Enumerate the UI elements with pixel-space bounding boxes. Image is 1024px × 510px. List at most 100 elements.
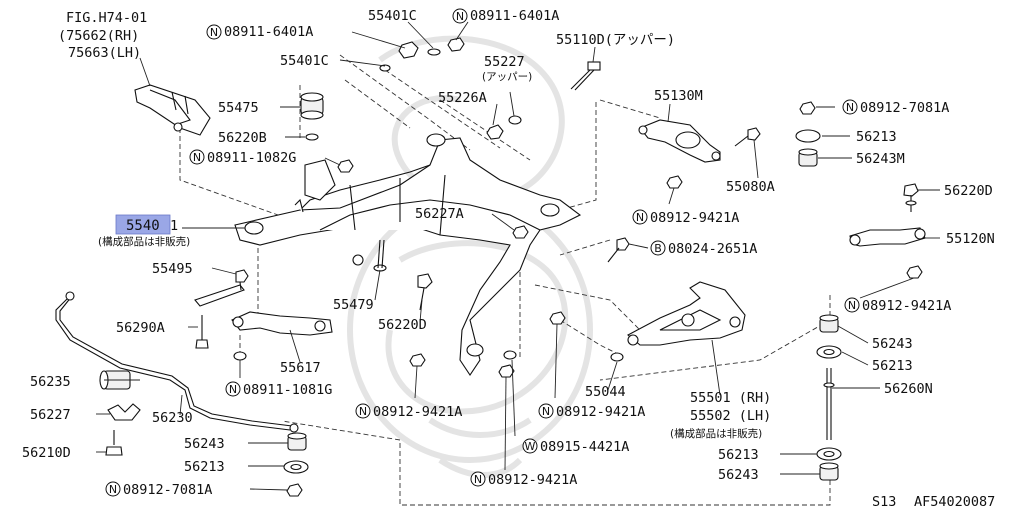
n-marker-icon: N xyxy=(844,297,860,313)
nut-08911-6401a-a xyxy=(398,41,419,59)
svg-text:W: W xyxy=(525,440,536,453)
bushing-56243m xyxy=(798,148,818,167)
label-56290a: 56290A xyxy=(116,320,165,336)
svg-text:N: N xyxy=(229,383,237,396)
bushing-55475 xyxy=(300,92,324,120)
svg-text:N: N xyxy=(193,151,201,164)
bolt-56290a xyxy=(195,315,209,349)
marker-circles: N N N N N B N N N N W N N xyxy=(105,8,860,497)
label-08912-9421a-bl: 08912-9421A xyxy=(373,404,462,420)
bolt-08024-2651a xyxy=(607,237,630,263)
label-08912-9421a-mid: 08912-9421A xyxy=(650,210,739,226)
footer-code: AF54020087 xyxy=(914,494,995,510)
washer-56220b xyxy=(305,133,319,141)
label-08915-4421a: 08915-4421A xyxy=(540,439,629,455)
label-56213-br: 56213 xyxy=(718,447,759,463)
n-marker-icon: N xyxy=(470,471,486,487)
n-marker-icon: N xyxy=(632,209,648,225)
label-08911-6401a-top: 08911-6401A xyxy=(470,8,559,24)
label-56213-r2: 56213 xyxy=(872,358,913,374)
svg-text:N: N xyxy=(542,405,550,418)
bolt-56220d-r xyxy=(903,183,919,212)
label-56243m: 56243M xyxy=(856,151,905,167)
nut-08912-7081a-bl xyxy=(286,483,303,497)
nut-08912-9421a-mr xyxy=(549,311,566,325)
washer-08915-4421a xyxy=(503,350,517,360)
label-55120n: 55120N xyxy=(946,231,995,247)
label-55501: 55501 (RH) xyxy=(690,390,771,406)
nut-08912-9421a-bm xyxy=(498,364,515,378)
rod-56260n xyxy=(823,368,835,440)
label-55110d: 55110D(アッパー) xyxy=(556,32,675,48)
fig-rh: (75662(RH) xyxy=(58,28,139,44)
bushing-56243-bl xyxy=(287,432,307,451)
svg-text:N: N xyxy=(846,101,854,114)
washer-55227 xyxy=(508,115,522,125)
n-marker-icon: N xyxy=(225,381,241,397)
svg-text:N: N xyxy=(109,483,117,496)
highlight-55401 xyxy=(115,214,171,235)
label-56220d-m: 56220D xyxy=(378,317,427,333)
label-55401-highlight: 5540 xyxy=(126,218,160,234)
label-56213-bl: 56213 xyxy=(184,459,225,475)
label-55401c-left: 55401C xyxy=(280,53,329,69)
svg-text:N: N xyxy=(474,473,482,486)
bolt-56210d xyxy=(105,430,123,456)
nut-08912-7081a-r xyxy=(799,101,816,115)
label-55479: 55479 xyxy=(333,297,374,313)
label-08024-2651a: 08024-2651A xyxy=(668,241,757,257)
svg-text:N: N xyxy=(636,211,644,224)
svg-text:B: B xyxy=(654,242,662,255)
label-56227a: 56227A xyxy=(415,206,464,222)
label-55475: 55475 xyxy=(218,100,259,116)
lower-arm-55501 xyxy=(627,281,746,346)
washer-56213-br-inner xyxy=(823,450,835,458)
label-08912-9421a-bm: 08912-9421A xyxy=(556,404,645,420)
upper-arm-55130m xyxy=(638,119,721,163)
bushing-56243-br xyxy=(819,462,839,481)
nut-08912-9421a-upper xyxy=(666,175,683,189)
label-55226a: 55226A xyxy=(438,90,487,106)
svg-text:N: N xyxy=(848,299,856,312)
label-56220d-r: 56220D xyxy=(944,183,993,199)
part-labels: FIG.H74-01 (75662(RH) 75663(LH) 55401C 0… xyxy=(22,8,995,510)
n-marker-icon: N xyxy=(189,149,205,165)
bracket-75662 xyxy=(134,84,211,136)
bolt-55080a xyxy=(734,127,761,147)
label-55401-sub: (構成部品は非販売) xyxy=(98,235,190,248)
n-marker-icon: N xyxy=(452,8,468,24)
nut-08912-9421a-ml xyxy=(409,353,426,367)
label-55495: 55495 xyxy=(152,261,193,277)
svg-text:N: N xyxy=(210,26,218,39)
label-56213-r1: 56213 xyxy=(856,129,897,145)
label-5550x-sub: (構成部品は非販売) xyxy=(670,427,762,440)
label-56227: 56227 xyxy=(30,407,71,423)
label-55502: 55502 (LH) xyxy=(690,408,771,424)
stud-55479 xyxy=(352,239,387,272)
washer-55401c-b xyxy=(379,64,391,72)
label-08911-1081g: 08911-1081G xyxy=(243,382,332,398)
clamp-56227 xyxy=(107,403,141,421)
b-marker-icon: B xyxy=(650,240,666,256)
nut-56227a xyxy=(512,225,529,239)
label-56243-r2: 56243 xyxy=(872,336,913,352)
washer-56213-r xyxy=(795,129,821,143)
label-56220b: 56220B xyxy=(218,130,267,146)
label-55044: 55044 xyxy=(585,384,626,400)
lateral-link-55120n xyxy=(849,227,926,247)
nut-08911-6401a-b xyxy=(447,37,465,52)
label-56243-br: 56243 xyxy=(718,467,759,483)
bolt-56220d-m xyxy=(417,273,433,311)
bushing-56243-r2 xyxy=(819,314,839,333)
footer-model: S13 xyxy=(872,494,896,510)
label-55401c-top: 55401C xyxy=(368,8,417,24)
n-marker-icon: N xyxy=(105,481,121,497)
fig-lh: 75663(LH) xyxy=(68,45,141,61)
label-08912-7081a-bl: 08912-7081A xyxy=(123,482,212,498)
n-marker-icon: N xyxy=(538,403,554,419)
label-08911-6401a-left: 08911-6401A xyxy=(224,24,313,40)
washer-56213-bl-inner xyxy=(290,463,302,471)
washer-55401c-a xyxy=(427,48,441,56)
svg-text:N: N xyxy=(359,405,367,418)
